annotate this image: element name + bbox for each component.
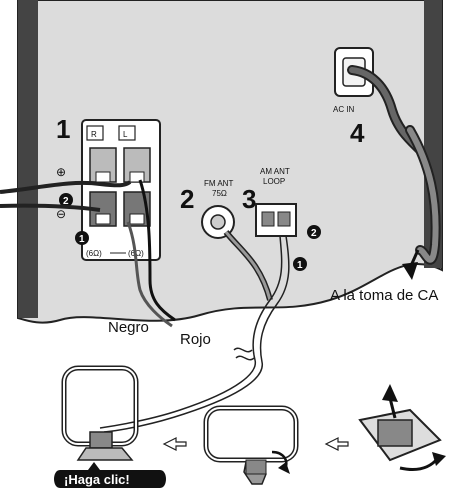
panel-left-edge (18, 0, 38, 318)
am-loop-folded (360, 384, 446, 470)
terminal-minus-sign: ⊖ (56, 207, 66, 221)
step-1-number: 1 (56, 114, 70, 144)
fm-ant-label-line2: 75Ω (212, 189, 227, 198)
ac-outlet-label: A la toma de CA (330, 287, 438, 304)
assembly-arrow-right (326, 438, 348, 450)
wire-break-symbol (234, 348, 254, 359)
click-badge-text: ¡Haga clic! (64, 472, 130, 487)
step-3-number: 3 (242, 184, 256, 214)
ac-in-label: AC IN (333, 105, 355, 114)
step-2-number: 2 (180, 184, 194, 214)
terminal-left-label: L (123, 130, 128, 139)
substep-2-text-am: 2 (311, 228, 317, 239)
substep-1-text-am: 1 (297, 260, 303, 271)
am-ant-label-line1: AM ANT (260, 167, 290, 176)
am-ant-label-line2: LOOP (263, 177, 285, 186)
assembly-arrow-left (164, 438, 186, 450)
am-loop-unfolded (206, 408, 296, 484)
terminal-plus-sign: ⊕ (56, 165, 66, 179)
wire-red-label: Rojo (180, 331, 211, 348)
impedance-right-label: (6Ω) (86, 249, 102, 258)
substep-1-text-terminal: 1 (79, 234, 85, 245)
wire-black-label: Negro (108, 319, 149, 336)
fm-ant-label-line1: FM ANT (204, 179, 233, 188)
step-4-number: 4 (350, 118, 365, 148)
am-loop-assembled (64, 368, 136, 460)
terminal-right-label: R (91, 130, 97, 139)
